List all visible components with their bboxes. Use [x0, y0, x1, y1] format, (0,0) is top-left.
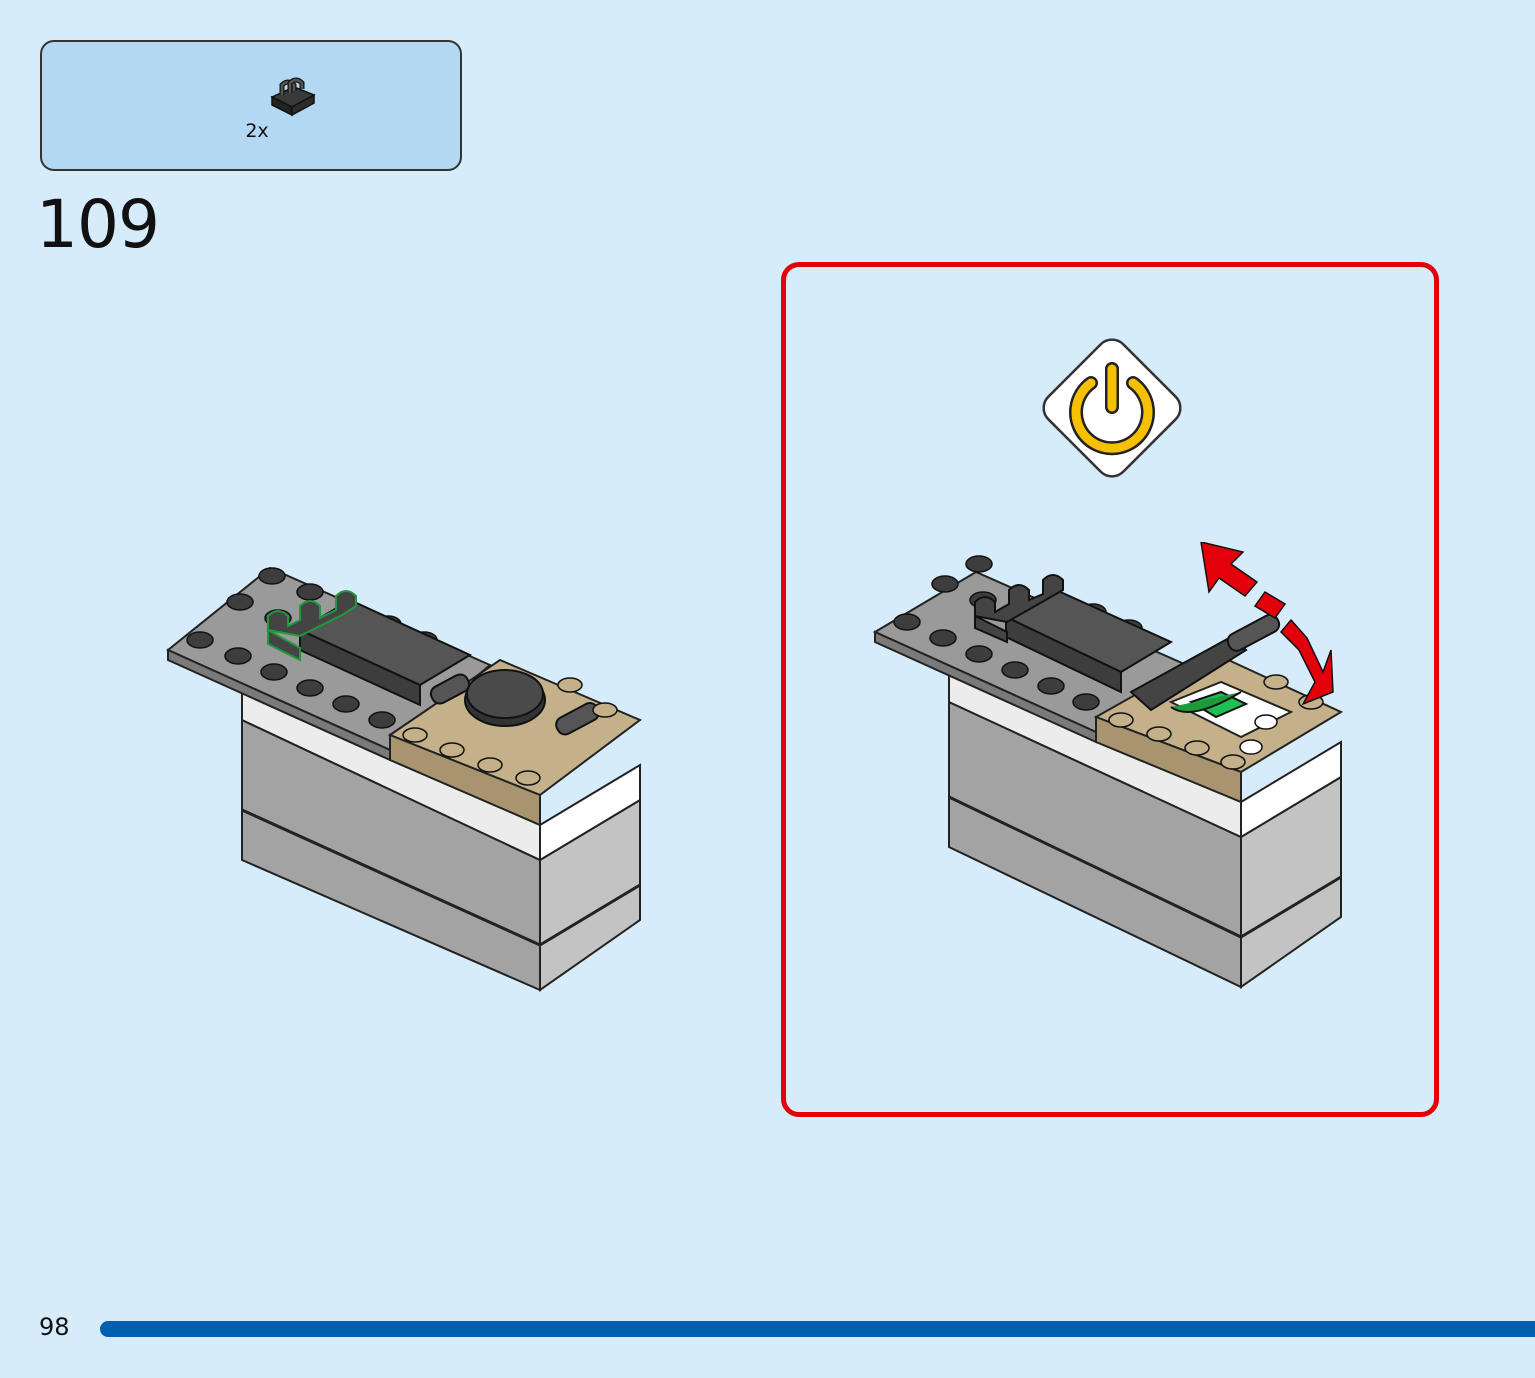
callout-box	[781, 262, 1439, 1117]
parts-list-box: 2x	[40, 40, 462, 171]
progress-bar	[100, 1321, 1535, 1337]
main-model-illustration	[166, 566, 642, 992]
step-number: 109	[36, 186, 160, 263]
rotate-arrow-icon	[1200, 542, 1334, 706]
power-button-icon	[1042, 338, 1182, 478]
clip-plate-icon	[270, 77, 316, 117]
callout-model-illustration	[872, 542, 1344, 989]
part-quantity: 2x	[245, 120, 269, 142]
page-number: 98	[39, 1313, 70, 1341]
